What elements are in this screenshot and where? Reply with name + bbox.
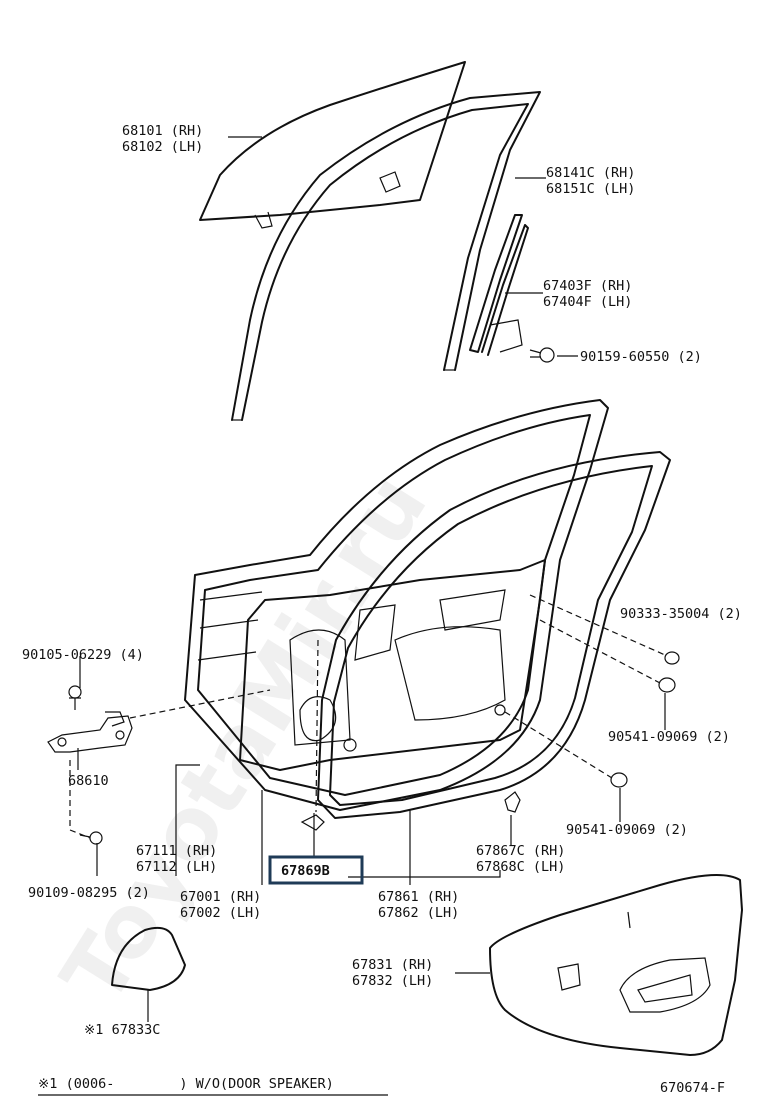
label-frame-rh: 67403F (RH)	[543, 278, 632, 294]
door-trim-board[interactable]	[489, 874, 743, 1056]
cap-right-2-icon	[658, 677, 676, 693]
clip-67867c-icon	[504, 791, 521, 813]
label-highlight[interactable]: 67869B	[281, 863, 330, 879]
label-panel-rh: 67111 (RH)	[136, 843, 217, 859]
label-clip-left: 90105-06229 (4)	[22, 647, 144, 663]
dashed-lines	[69, 594, 666, 839]
label-run-lh: 68151C (LH)	[546, 181, 635, 197]
bolt-bottom-icon	[79, 831, 103, 845]
cap-right-3-icon	[610, 772, 628, 788]
label-trim-rh: 67831 (RH)	[352, 957, 433, 973]
label-run-rh: 68141C (RH)	[546, 165, 635, 181]
speaker-cover[interactable]	[111, 926, 186, 991]
label-bolt-right1: 90333-35004 (2)	[620, 606, 742, 622]
label-frame-lh: 67404F (LH)	[543, 294, 632, 310]
label-weather-lh: 67862 (LH)	[378, 905, 459, 921]
label-cap-right2: 90541-09069 (2)	[566, 822, 688, 838]
bolt-top-icon	[529, 347, 555, 363]
label-clip-rh: 67867C (RH)	[476, 843, 565, 859]
clip-67869b-icon	[300, 814, 325, 831]
door-weatherstrip[interactable]	[317, 451, 671, 819]
door-shell[interactable]	[184, 399, 609, 811]
label-bolt-top: 90159-60550 (2)	[580, 349, 702, 365]
diagram-code: 670674-F	[660, 1080, 725, 1096]
label-door-rh: 67001 (RH)	[180, 889, 261, 905]
leader-lines	[77, 136, 666, 1022]
label-panel-lh: 67112 (LH)	[136, 859, 217, 875]
label-cap-right1: 90541-09069 (2)	[608, 729, 730, 745]
watermark: ToyotaMir.ru	[43, 457, 447, 1021]
door-hinge[interactable]	[47, 711, 133, 753]
footnote: ※1 (0006- ) W/O(DOOR SPEAKER)	[38, 1076, 334, 1092]
label-door-lh: 67002 (LH)	[180, 905, 261, 921]
label-hinge: 68610	[68, 773, 109, 789]
clip-left-icon	[68, 685, 82, 710]
label-weather-rh: 67861 (RH)	[378, 889, 459, 905]
label-cover: ※1 67833C	[84, 1022, 160, 1038]
inner-panel[interactable]	[239, 559, 546, 771]
glass-run[interactable]	[231, 91, 541, 421]
label-glass-lh: 68102 (LH)	[122, 139, 203, 155]
highlight-box	[268, 855, 364, 885]
label-clip-lh: 67868C (LH)	[476, 859, 565, 875]
door-glass[interactable]	[199, 61, 466, 229]
cap-right-1-icon	[664, 651, 680, 665]
label-trim-lh: 67832 (LH)	[352, 973, 433, 989]
label-glass-rh: 68101 (RH)	[122, 123, 203, 139]
division-bar[interactable]	[469, 214, 529, 356]
label-bolt-bottom: 90109-08295 (2)	[28, 885, 150, 901]
